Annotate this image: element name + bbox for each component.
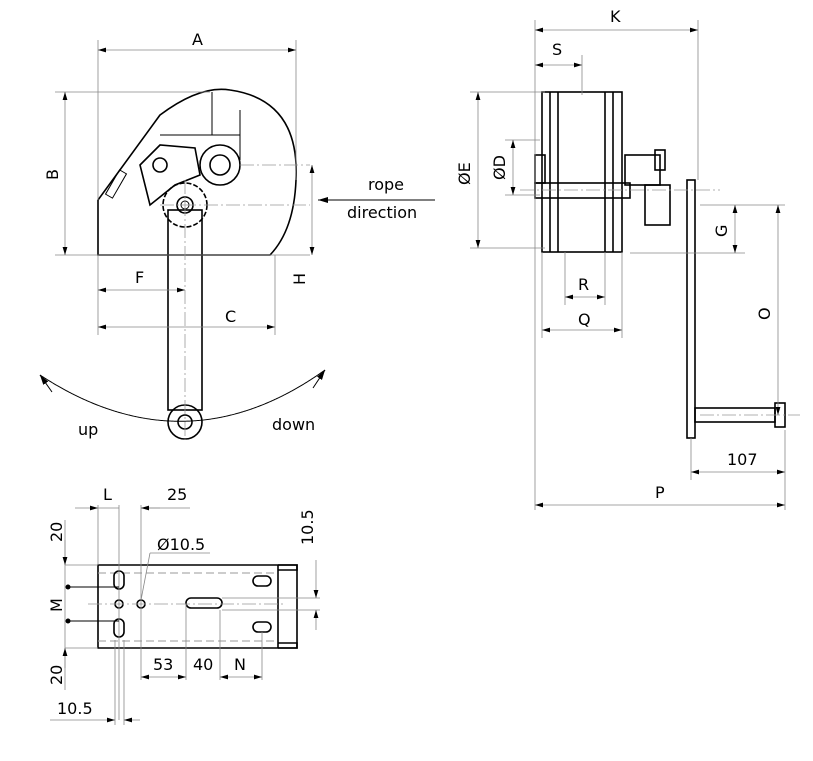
dim-b-label: B xyxy=(43,169,62,180)
dim-25-label: 25 xyxy=(167,485,187,504)
long-slot xyxy=(185,597,223,609)
dim-d-label: ØD xyxy=(490,155,509,180)
dim-g-label: G xyxy=(712,225,731,237)
dim-a-label: A xyxy=(192,30,203,49)
dim-20-top-label: 20 xyxy=(47,522,66,542)
dim-o-label: O xyxy=(755,307,774,320)
dim-p-label: P xyxy=(655,483,665,502)
dim-53-label: 53 xyxy=(153,655,173,674)
dim-c-label: C xyxy=(225,307,236,326)
base-plate xyxy=(97,564,298,649)
pawl xyxy=(139,144,201,207)
dim-q-label: Q xyxy=(578,310,591,329)
winch-housing xyxy=(97,88,297,256)
dim-r-label: R xyxy=(578,275,589,294)
dim-hole-label: Ø10.5 xyxy=(157,535,205,554)
slot-hole xyxy=(252,575,272,587)
dim-20-bottom-label: 20 xyxy=(47,665,66,685)
dim-40-label: 40 xyxy=(193,655,213,674)
drum-axle xyxy=(199,144,241,186)
dim-10-5-right-label: 10.5 xyxy=(298,509,317,545)
rope-direction-label-2: direction xyxy=(347,203,417,222)
dim-f-label: F xyxy=(135,268,144,287)
dim-k-label: K xyxy=(610,7,621,26)
rotation-down-label: down xyxy=(272,415,315,434)
dim-n-label: N xyxy=(234,655,246,674)
base-plate-view: L 25 20 M 20 Ø10.5 10.5 53 40 N 10.5 xyxy=(47,485,320,725)
front-view: A B C F H rope direction up down xyxy=(39,30,435,440)
rope-direction-label-1: rope xyxy=(368,175,404,194)
drum-frame xyxy=(541,91,623,253)
dim-107-label: 107 xyxy=(727,450,758,469)
dim-l-label: L xyxy=(103,485,112,504)
dim-h-label: H xyxy=(290,273,309,285)
crank-handle-side xyxy=(686,179,696,439)
slot-hole xyxy=(252,621,272,633)
side-view: K S ØE ØD R Q G O 107 P xyxy=(455,7,800,510)
dim-10-5-bottom-label: 10.5 xyxy=(57,699,93,718)
dim-e-label: ØE xyxy=(455,162,474,185)
rotation-up-label: up xyxy=(78,420,98,439)
dim-m-label: M xyxy=(47,598,66,612)
dim-s-label: S xyxy=(552,40,562,59)
